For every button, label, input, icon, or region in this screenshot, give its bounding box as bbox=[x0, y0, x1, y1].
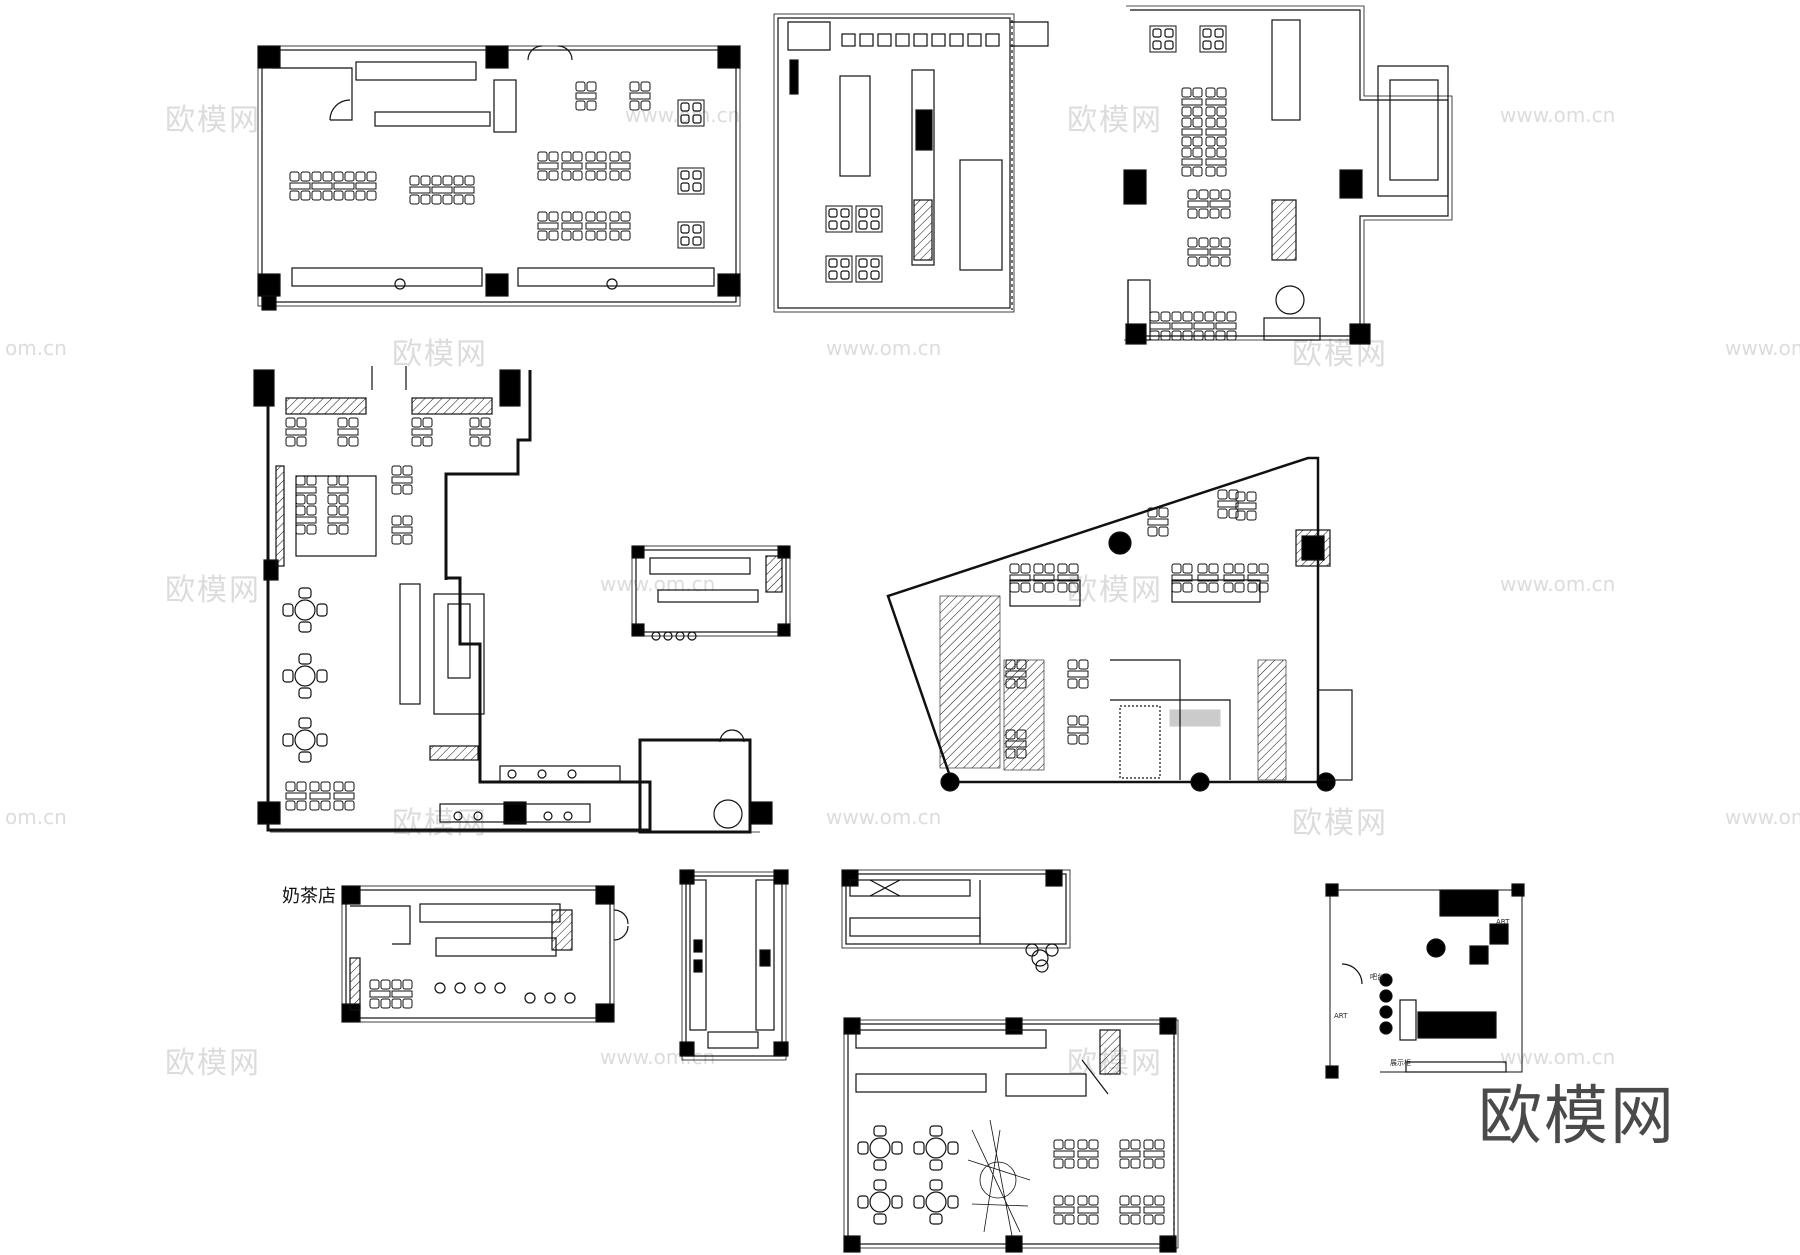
plan-3 bbox=[1123, 5, 1453, 345]
plan-11 bbox=[1325, 883, 1525, 1079]
plan-1 bbox=[257, 45, 741, 311]
plan-4 bbox=[253, 366, 773, 834]
art-label: ART bbox=[1496, 918, 1510, 926]
milk-tea-shop-label: 奶茶店 bbox=[282, 886, 336, 907]
plan-6 bbox=[886, 456, 1353, 792]
brand-logo: 欧模网 bbox=[1478, 1080, 1676, 1154]
plan-9 bbox=[841, 869, 1071, 973]
plan-10 bbox=[843, 1017, 1179, 1253]
plan-2 bbox=[773, 13, 1049, 313]
display-label: 展示柜 bbox=[1390, 1059, 1411, 1067]
plan-7 bbox=[341, 885, 629, 1023]
plan-8 bbox=[679, 869, 789, 1061]
bar-label: 吧台 bbox=[1370, 973, 1384, 981]
plan-5 bbox=[631, 545, 791, 641]
art-label: ART bbox=[1334, 1012, 1348, 1020]
